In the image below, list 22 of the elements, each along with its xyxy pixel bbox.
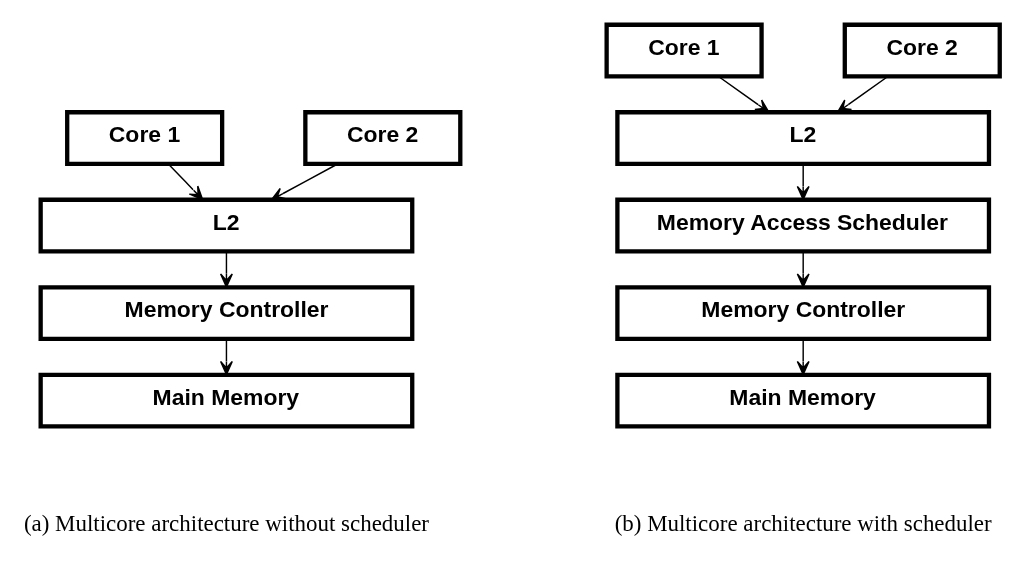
arrow — [219, 338, 233, 376]
arrow — [270, 163, 339, 201]
arrow — [167, 163, 204, 201]
arrow — [836, 75, 889, 113]
node-box: Core 2 — [842, 22, 1002, 79]
label: (b) Multicore architecture with scheduler — [614, 510, 992, 536]
node-box: Memory Access Scheduler — [615, 197, 992, 254]
arrow — [796, 163, 810, 201]
node-box: L2 — [38, 197, 415, 254]
arrow — [717, 75, 770, 113]
label: (a) Multicore architecture without scheduler — [23, 510, 429, 536]
node-box: Main Memory — [38, 372, 415, 429]
node-box: L2 — [615, 110, 992, 167]
node-box: Core 1 — [604, 22, 764, 79]
arrow — [219, 250, 233, 288]
node-box: Main Memory — [615, 372, 992, 429]
arrow — [796, 338, 810, 376]
node-box: Core 1 — [65, 110, 225, 167]
arrow — [796, 250, 810, 288]
node-box: Memory Controller — [615, 285, 992, 342]
node-box: Memory Controller — [38, 285, 415, 342]
node-box: Core 2 — [303, 110, 463, 167]
